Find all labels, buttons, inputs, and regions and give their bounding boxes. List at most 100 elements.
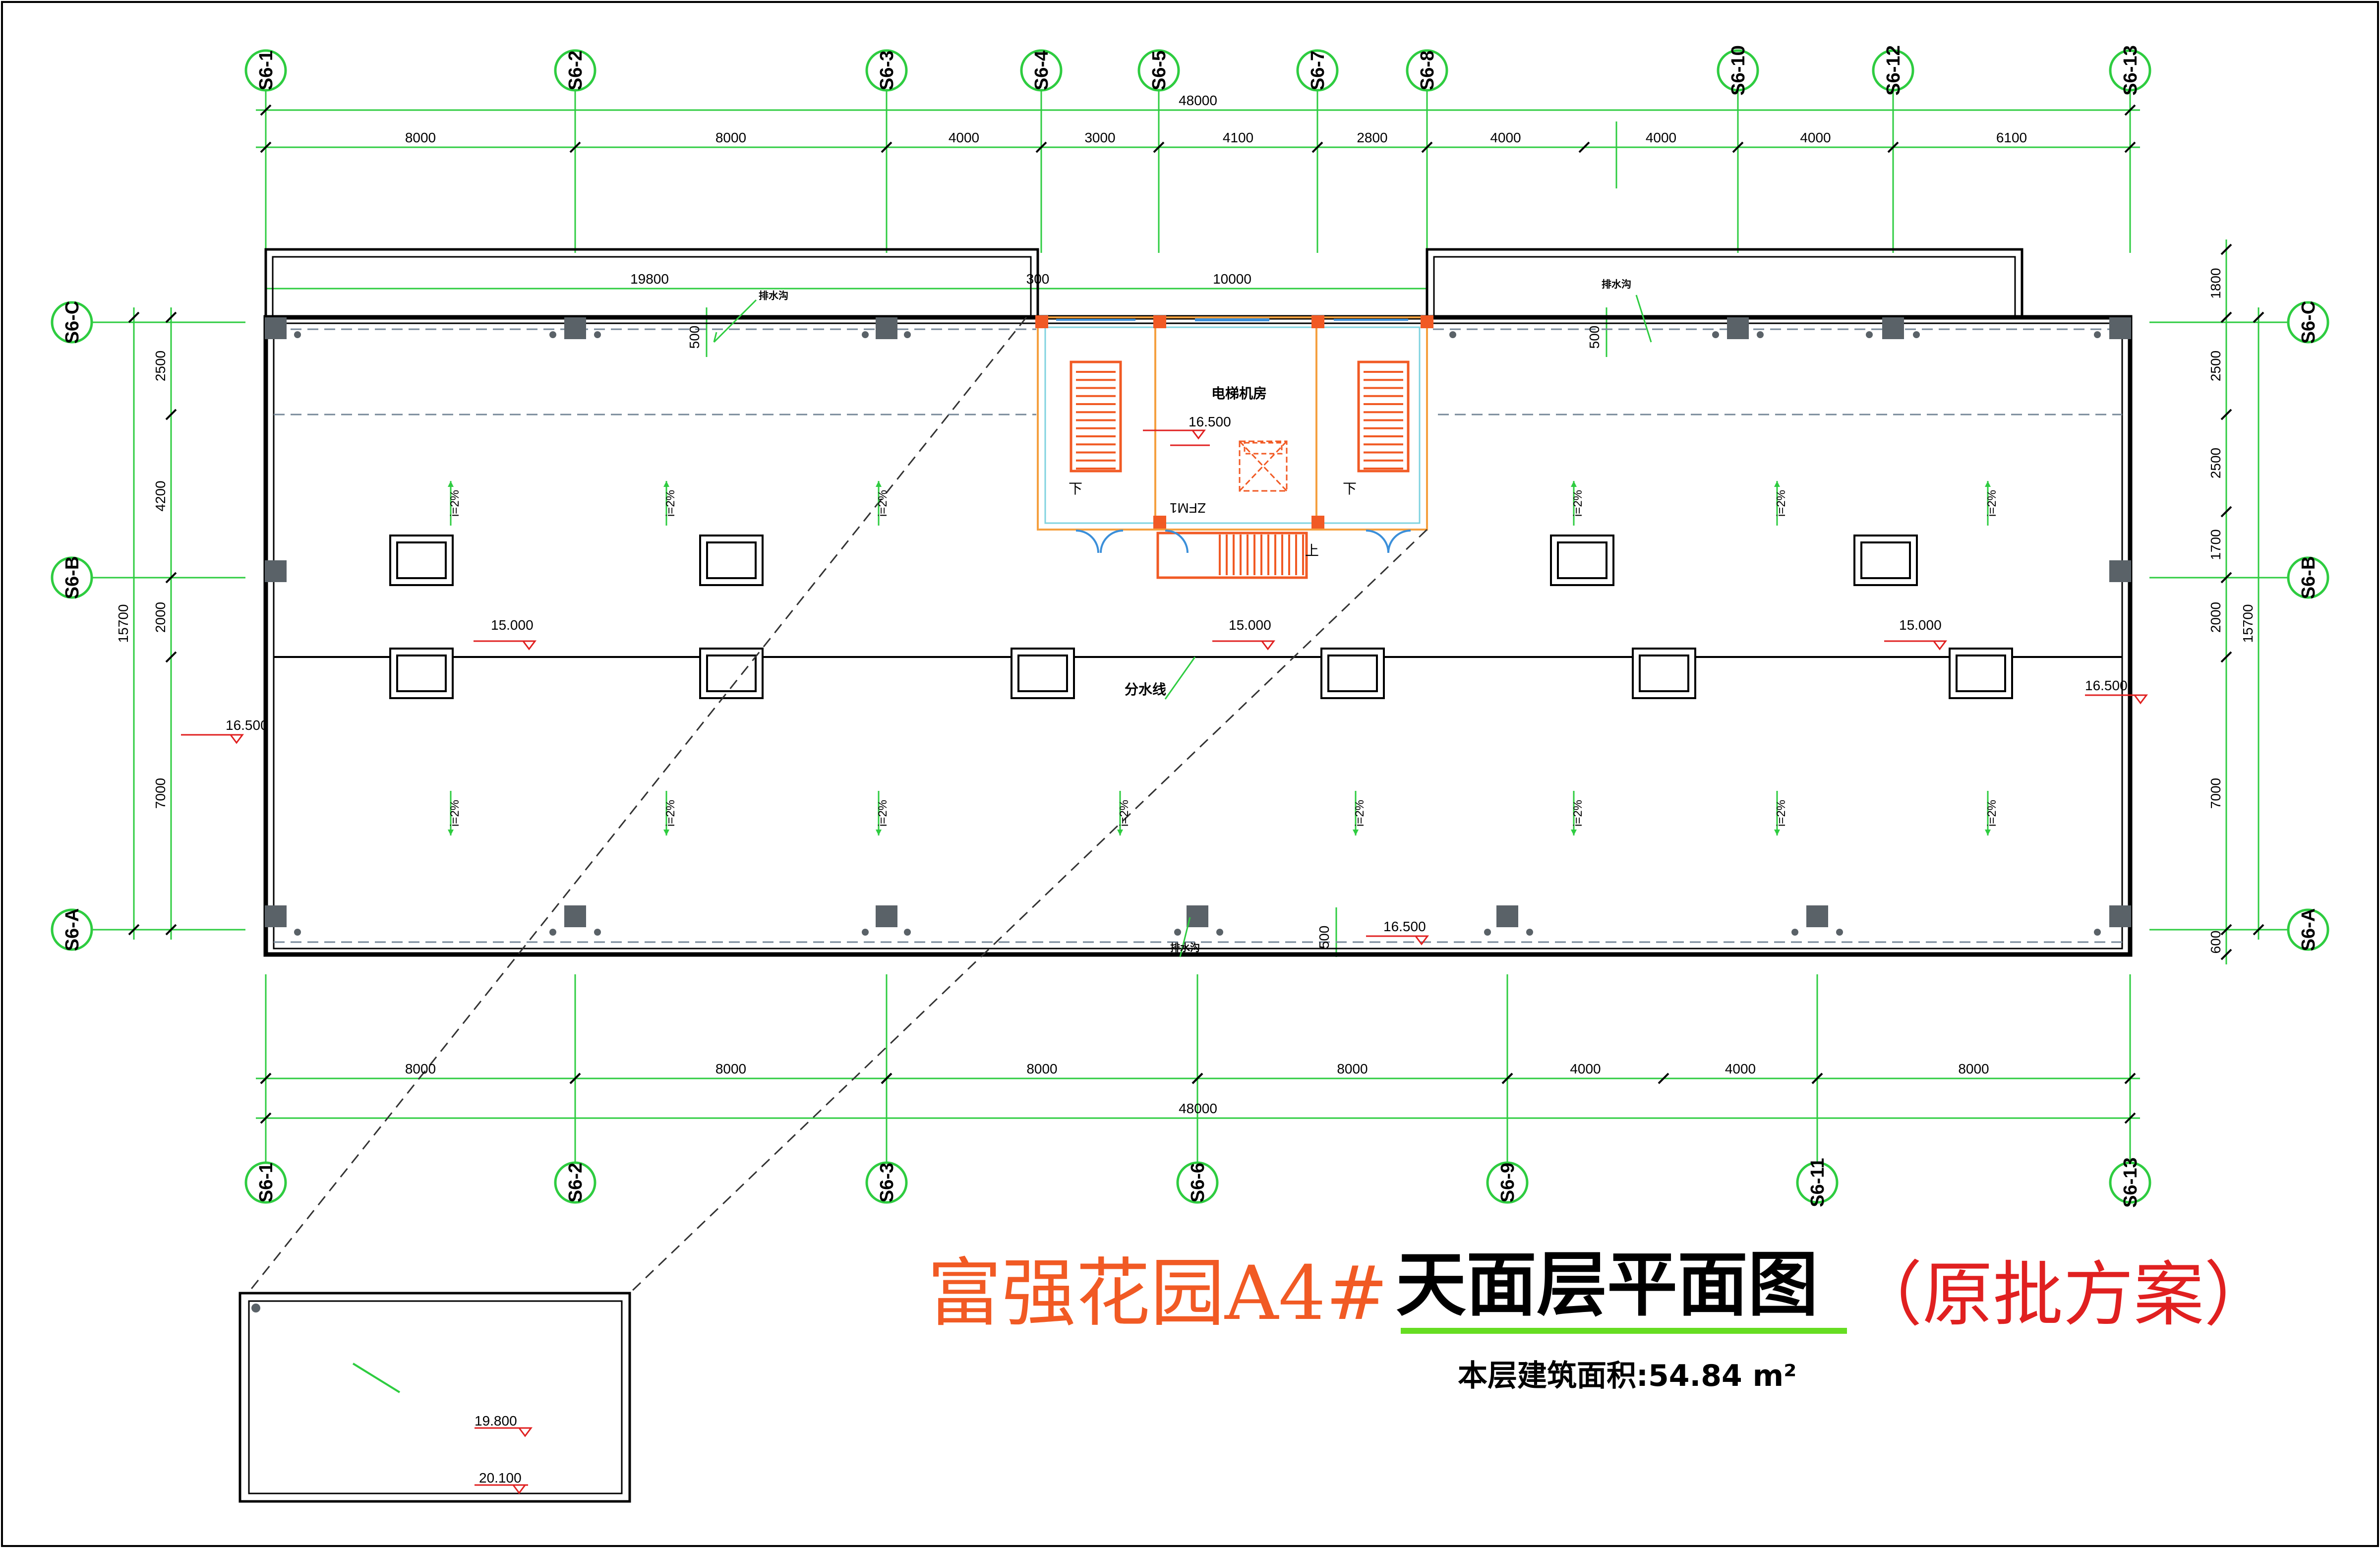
bottom-total-dim-label: 48000 [1179, 1101, 1217, 1116]
title-underline [1401, 1328, 1847, 1334]
slope-head [1774, 481, 1780, 487]
slope-arrow: i=2% [1571, 791, 1585, 835]
elev-19800: 19.800 [475, 1413, 517, 1429]
slope-label: i=2% [448, 800, 462, 827]
top-axis-bubble-S6-2-text: S6-2 [565, 51, 586, 90]
top-total-dim-label: 48000 [1179, 93, 1217, 108]
inner-dim-label: 10000 [1213, 271, 1251, 287]
top-axis-bubble-S6-3: S6-3 [865, 49, 908, 92]
elev-triangle [1932, 640, 1947, 651]
elevation-labels: 16.500 15.000 15.000 15.000 16.500 16.50… [226, 414, 2128, 1486]
top-axis-bubble-S6-1: S6-1 [244, 49, 287, 92]
column [1882, 317, 1904, 339]
floor-area: 本层建筑面积:54.84 m² [1458, 1359, 1796, 1393]
stair-core [1035, 315, 1433, 579]
drain-dot [294, 929, 301, 936]
drain-dot [294, 331, 301, 338]
skylight [699, 535, 764, 586]
top-segment-dim-label: 4000 [1490, 130, 1521, 145]
slope-arrows: i=2%i=2%i=2%i=2%i=2%i=2%i=2%i=2%i=2%i=2%… [448, 481, 1999, 835]
elev-16500-left: 16.500 [226, 717, 268, 733]
right-segment-dim-tick [2220, 949, 2232, 960]
bottom-axis-bubble-S6-2: S6-2 [554, 1161, 596, 1204]
top-axis-bubble-S6-5-circle [1137, 49, 1180, 92]
top-segment-dim-label: 4000 [1646, 130, 1676, 145]
bottom-axis-bubble-S6-1-text: S6-1 [256, 1163, 277, 1202]
slope-arrow: i=2% [876, 791, 890, 835]
bottom-segment-dim-tick [1658, 1072, 1669, 1084]
left-segment-dim-tick [165, 651, 177, 663]
drain-dot [1526, 929, 1533, 936]
drain-dot [904, 331, 911, 338]
drain-dot [2094, 331, 2101, 338]
column [2109, 560, 2131, 582]
drain-dot [594, 929, 601, 936]
bottom-segment-dim-label: 8000 [1958, 1061, 1989, 1076]
bottom-segment-dim-label: 8000 [405, 1061, 436, 1076]
skylight-inner [1860, 541, 1911, 579]
bottom-axis-bubble-S6-6: S6-6 [1176, 1161, 1219, 1204]
stair-down-left: 下 [1069, 481, 1082, 496]
slope-label: i=2% [664, 800, 677, 827]
top-axis-bubble-S6-2: S6-2 [554, 49, 596, 92]
top-segment-dim-tick [1153, 141, 1165, 153]
slope-label: i=2% [1571, 800, 1585, 827]
top-axis-bubble-S6-7-text: S6-7 [1308, 51, 1328, 90]
drain-dot [1449, 331, 1456, 338]
slope-head [663, 481, 669, 487]
top-axis-bubble-S6-8-text: S6-8 [1417, 51, 1438, 90]
bottom-segment-dim-label: 4000 [1725, 1061, 1756, 1076]
top-segment-dim-tick [881, 141, 892, 153]
bottom-segment-dim-tick [881, 1072, 892, 1084]
skylight-inner [1557, 541, 1607, 579]
right-axis-bubble-S6-A-circle [2287, 908, 2329, 951]
top-segment-dim-label: 3000 [1084, 130, 1115, 145]
right-axis-bubble-S6-B: S6-B [2287, 556, 2329, 599]
left-axis-bubble-S6-A: S6-A [51, 908, 93, 951]
left-total-dim-tick [128, 311, 140, 323]
slope-head [448, 481, 454, 487]
bottom-axis-bubble-S6-9-circle [1486, 1161, 1529, 1204]
top-axis-bubble-S6-1-text: S6-1 [256, 51, 277, 90]
stair-frame-left [1070, 360, 1122, 473]
axis-grid-lines [92, 90, 2288, 1163]
bottom-axis-bubble-S6-3-text: S6-3 [877, 1163, 897, 1202]
top-axis-bubble-S6-4: S6-4 [1020, 49, 1063, 92]
skylights [389, 535, 2013, 699]
left-segment-dim-label: 4200 [153, 480, 168, 511]
bottom-segment-dim-label: 8000 [1337, 1061, 1368, 1076]
top-segment-dim-tick [1732, 141, 1744, 153]
skylight [389, 648, 454, 699]
drain-dot [1712, 331, 1719, 338]
top-total-dim-tick [260, 104, 272, 116]
elev-triangle [229, 734, 244, 744]
bottom-axis-bubble-S6-1: S6-1 [244, 1161, 287, 1204]
column [1727, 317, 1749, 339]
left-axis-bubble-S6-C: S6-C [51, 301, 93, 344]
bottom-total-dim-tick [260, 1112, 272, 1124]
left-segment-dim-label: 7000 [153, 778, 168, 809]
gutter-width-label: 500 [1316, 926, 1332, 949]
gutter-label-bottom: 排水沟 [1170, 942, 1200, 953]
left-segment-dim-label: 2500 [153, 351, 168, 381]
right-segment-dim-label: 1700 [2208, 529, 2223, 560]
scheme-label: （原批方案） [1852, 1254, 2274, 1336]
top-segment-dim-tick [1578, 141, 1590, 153]
gutter-width-label: 500 [687, 326, 702, 349]
bottom-axis-bubble-S6-1-circle [244, 1161, 287, 1204]
top-axis-bubble-S6-8-circle [1406, 49, 1448, 92]
drain-dot [1791, 929, 1798, 936]
top-axis-bubble-S6-1-circle [244, 49, 287, 92]
elevation-markers [181, 429, 2148, 946]
elev-16500-top: 16.500 [1189, 414, 1231, 429]
elev-triangle [1414, 935, 1429, 946]
left-axis-bubble-S6-A-circle [51, 908, 93, 951]
elev-triangle [1260, 640, 1275, 651]
bottom-axis-bubble-S6-3-circle [865, 1161, 908, 1204]
top-segment-dim-tick [1421, 141, 1433, 153]
project-name: 富强花园A4# [927, 1250, 1388, 1337]
right-segment-dim-tick [2220, 243, 2232, 255]
slope-arrow: i=2% [1117, 791, 1131, 835]
top-axis-bubble-S6-5: S6-5 [1137, 49, 1180, 92]
stair-up: 上 [1305, 543, 1319, 558]
